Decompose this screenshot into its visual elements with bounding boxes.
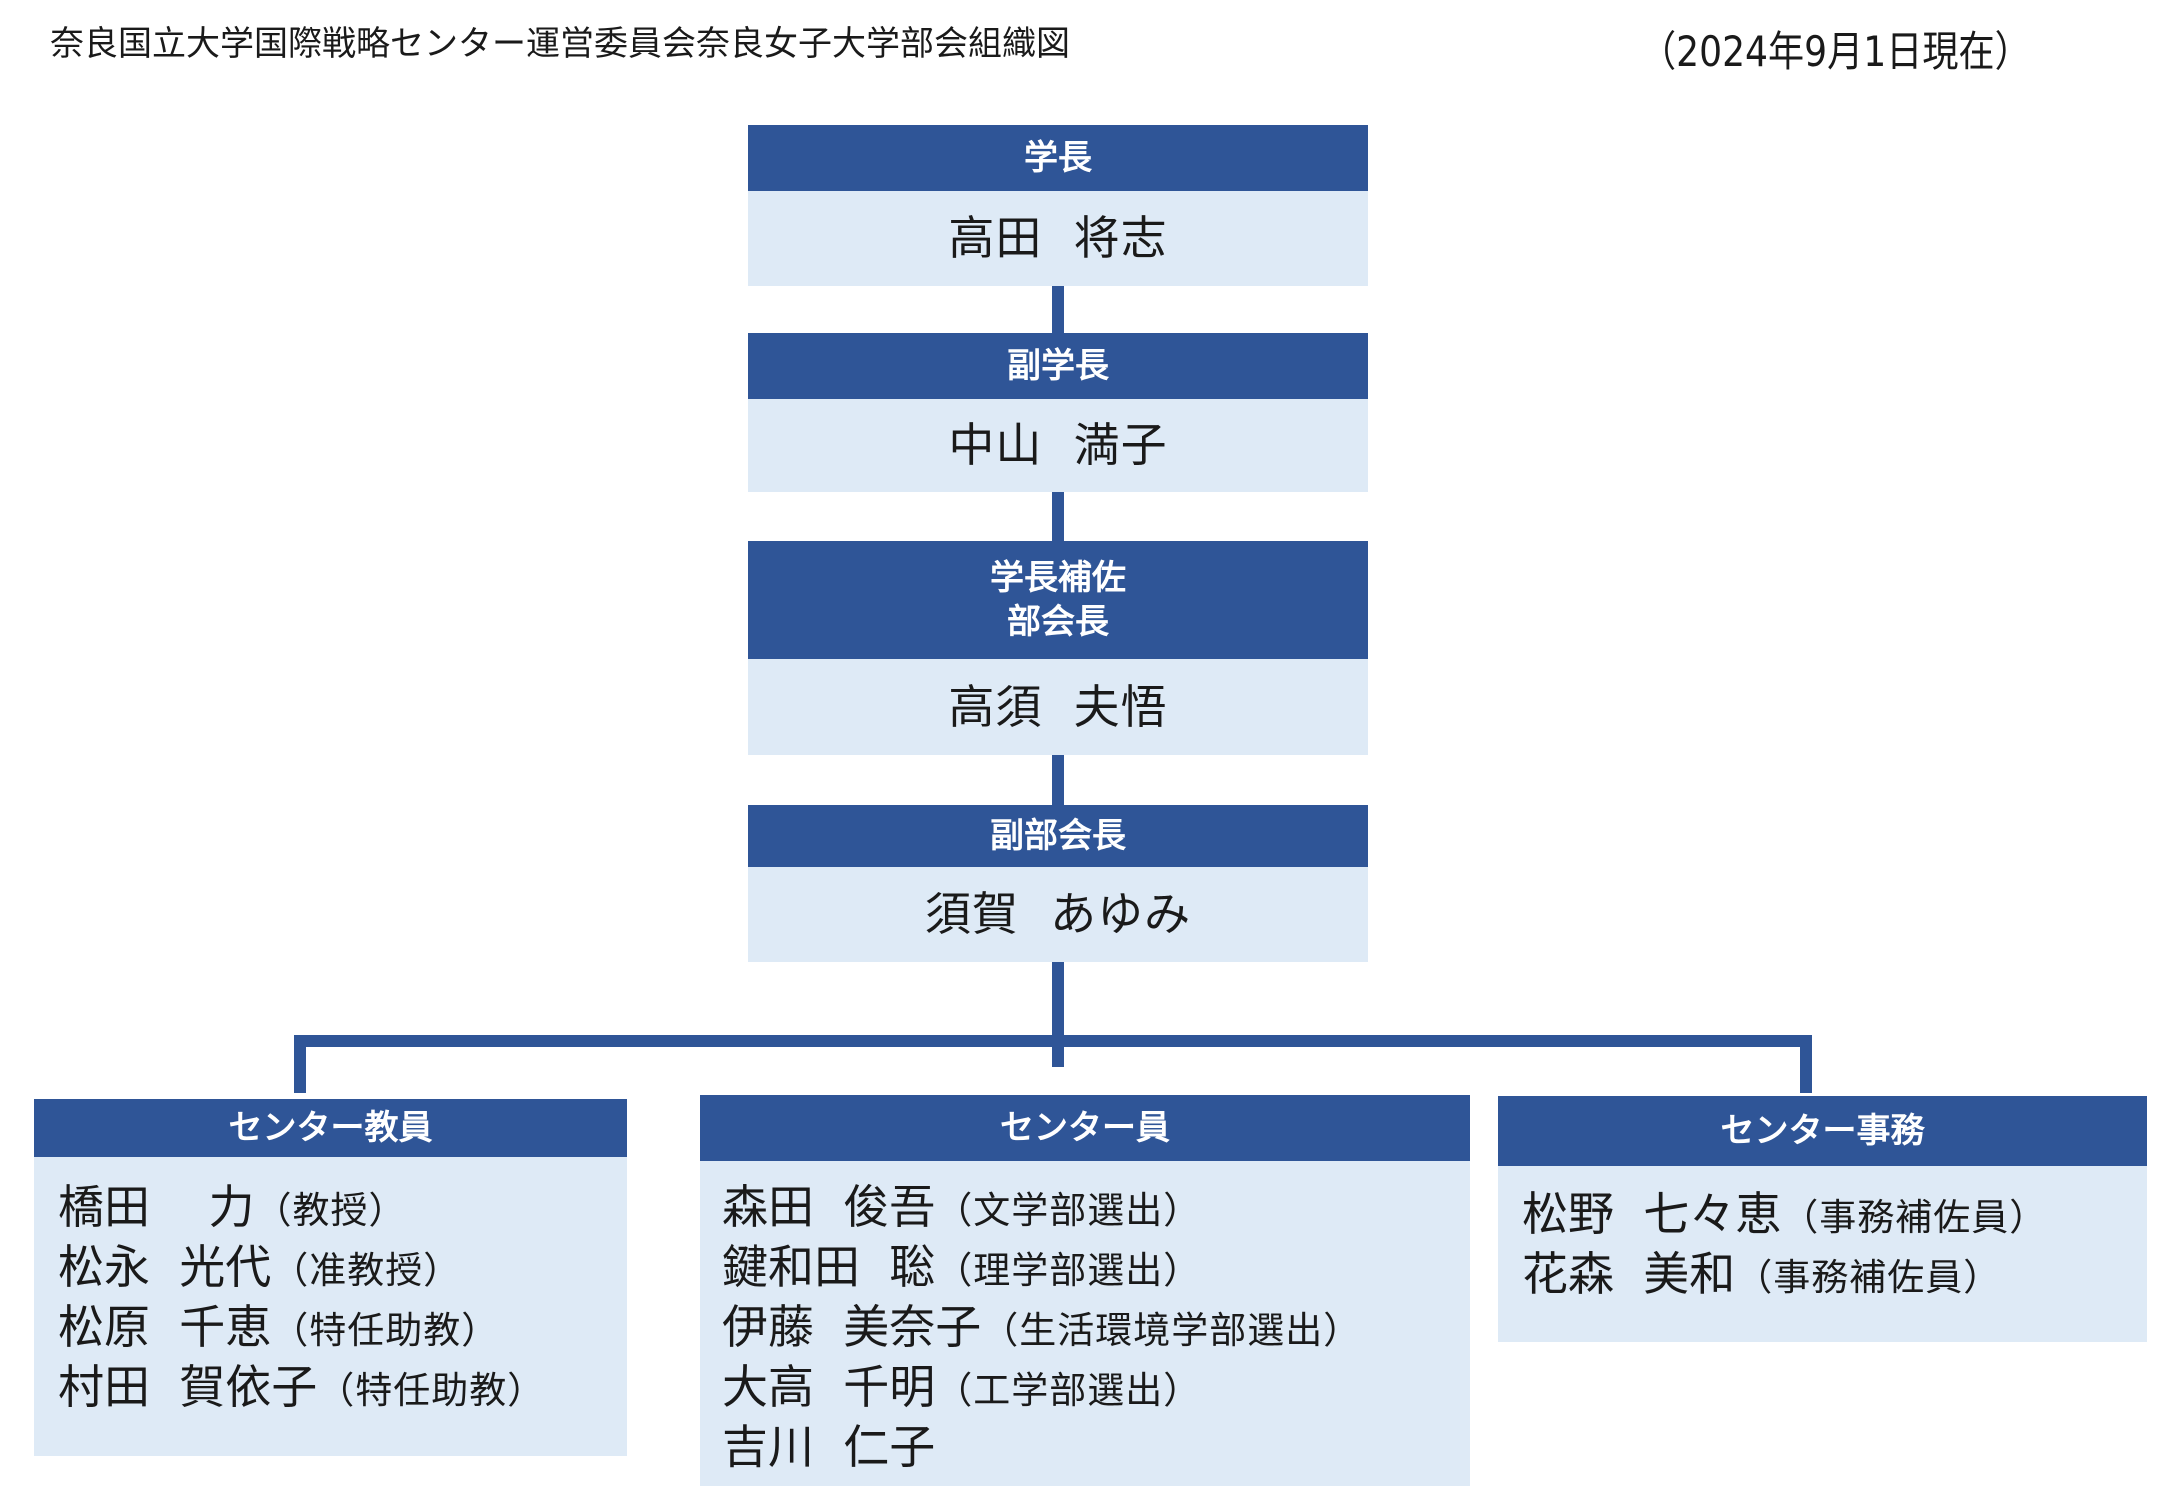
president-box: 学長 高田 将志	[748, 125, 1368, 286]
office-group-title: センター事務	[1498, 1096, 2147, 1166]
faculty-member: 橋田 力 （教授）	[58, 1171, 627, 1234]
member-role: （教授）	[254, 1189, 407, 1232]
office-member: 松野 七々恵 （事務補佐員）	[1522, 1178, 2147, 1241]
faculty-member-list: 橋田 力 （教授） 松永 光代 （准教授） 松原 千恵 （特任助教） 村田 賀依…	[34, 1157, 627, 1414]
page-title: 奈良国立大学国際戦略センター運営委員会奈良女子大学部会組織図	[50, 24, 1070, 64]
member-name: 大高 千明	[722, 1360, 936, 1414]
member-name: 鍵和田 聡	[722, 1240, 936, 1294]
faculty-member: 松原 千恵 （特任助教）	[58, 1291, 627, 1354]
member-name: 橋田 力	[58, 1180, 255, 1234]
connector-branch-bar	[294, 1035, 1812, 1093]
member-role: （事務補佐員）	[1781, 1196, 2048, 1239]
member-role: （特任助教）	[317, 1369, 546, 1412]
staff-member: 吉川 仁子	[722, 1411, 1470, 1474]
office-group: センター事務 松野 七々恵 （事務補佐員） 花森 美和 （事務補佐員）	[1498, 1096, 2147, 1342]
member-name: 松永 光代	[58, 1240, 272, 1294]
president-name: 高田 将志	[948, 211, 1168, 265]
vice-chair-title-line: 副部会長	[990, 816, 1126, 856]
staff-group: センター員 森田 俊吾 （文学部選出） 鍵和田 聡 （理学部選出） 伊藤 美奈子…	[700, 1095, 1470, 1486]
branch-chair-title-line-1: 学長補佐	[990, 558, 1126, 598]
vice-president-name: 中山 満子	[948, 418, 1168, 472]
staff-group-title: センター員	[700, 1095, 1470, 1161]
member-name: 村田 賀依子	[58, 1360, 318, 1414]
vice-chair-name: 須賀 あゆみ	[924, 887, 1192, 941]
staff-member: 鍵和田 聡 （理学部選出）	[722, 1231, 1470, 1294]
member-name: 松原 千恵	[58, 1300, 272, 1354]
branch-chair-title-line-2: 部会長	[1007, 602, 1109, 642]
staff-member: 森田 俊吾 （文学部選出）	[722, 1171, 1470, 1234]
member-role: （工学部選出）	[935, 1369, 1202, 1412]
branch-chair-title: 学長補佐 部会長	[748, 541, 1368, 659]
vice-chair-box: 副部会長 須賀 あゆみ	[748, 805, 1368, 962]
member-name: 伊藤 美奈子	[722, 1300, 982, 1354]
vice-president-title: 副学長	[748, 333, 1368, 399]
member-name: 花森 美和	[1522, 1247, 1736, 1301]
vice-chair-title: 副部会長	[748, 805, 1368, 867]
branch-chair-box: 学長補佐 部会長 高須 夫悟	[748, 541, 1368, 755]
office-member: 花森 美和 （事務補佐員）	[1522, 1238, 2147, 1301]
staff-member: 伊藤 美奈子 （生活環境学部選出）	[722, 1291, 1470, 1354]
faculty-group: センター教員 橋田 力 （教授） 松永 光代 （准教授） 松原 千恵 （特任助教…	[34, 1099, 627, 1456]
branch-chair-name: 高須 夫悟	[948, 680, 1168, 734]
member-role: （准教授）	[271, 1249, 462, 1292]
member-name: 吉川 仁子	[722, 1420, 936, 1474]
staff-member: 大高 千明 （工学部選出）	[722, 1351, 1470, 1414]
office-member-list: 松野 七々恵 （事務補佐員） 花森 美和 （事務補佐員）	[1498, 1166, 2147, 1301]
president-title-line: 学長	[1024, 138, 1092, 178]
member-role: （事務補佐員）	[1735, 1256, 2002, 1299]
staff-member-list: 森田 俊吾 （文学部選出） 鍵和田 聡 （理学部選出） 伊藤 美奈子 （生活環境…	[700, 1161, 1470, 1474]
member-name: 松野 七々恵	[1522, 1187, 1782, 1241]
faculty-member: 村田 賀依子 （特任助教）	[58, 1351, 627, 1414]
faculty-group-title: センター教員	[34, 1099, 627, 1157]
member-role: （理学部選出）	[935, 1249, 1202, 1292]
vice-president-box: 副学長 中山 満子	[748, 333, 1368, 492]
member-name: 森田 俊吾	[722, 1180, 936, 1234]
as-of-date: （2024年9月1日現在）	[1640, 27, 2031, 76]
member-role: （特任助教）	[271, 1309, 500, 1352]
faculty-member: 松永 光代 （准教授）	[58, 1231, 627, 1294]
member-role: （文学部選出）	[935, 1189, 1202, 1232]
member-role: （生活環境学部選出）	[981, 1309, 1362, 1352]
president-title: 学長	[748, 125, 1368, 191]
vice-president-title-line: 副学長	[1007, 346, 1109, 386]
